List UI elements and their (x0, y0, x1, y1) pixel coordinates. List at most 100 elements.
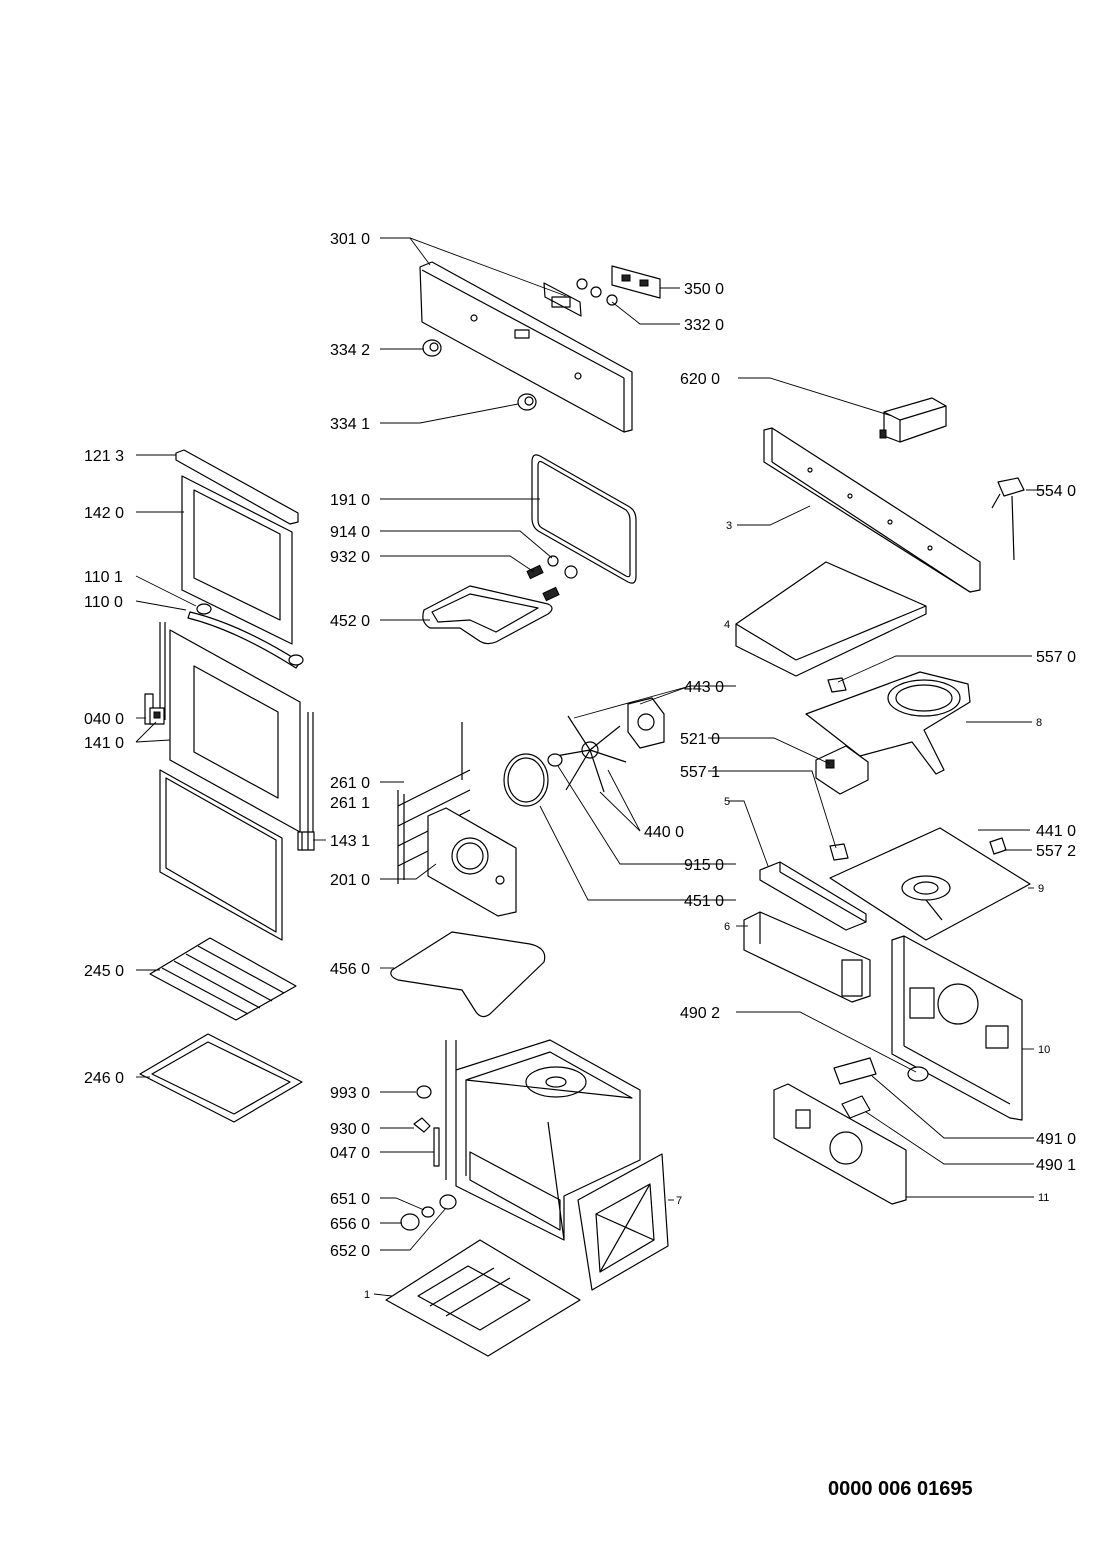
fan-cover-8 (805, 671, 971, 775)
door-trim-121 (175, 449, 299, 525)
callout-490-1: 490 1 (1036, 1157, 1076, 1174)
inner-glass (159, 769, 283, 941)
lamp-993 (416, 1085, 432, 1099)
fan-blade-440 (555, 715, 627, 793)
back-cover-201 (427, 807, 517, 917)
callout-110-1: 110 1 (84, 569, 123, 586)
callout-443-0: 443 0 (684, 679, 724, 696)
callout-557-2: 557 2 (1036, 843, 1076, 860)
callout-993-0: 993 0 (330, 1085, 370, 1102)
callout-350-0: 350 0 (684, 281, 724, 298)
callout-142-0: 142 0 (84, 505, 124, 522)
callout-651-0: 651 0 (330, 1191, 370, 1208)
duct-5 (759, 861, 867, 931)
callout-554-0: 554 0 (1036, 483, 1076, 500)
callout-9: 9 (1038, 883, 1044, 895)
callout-521-0: 521 0 (680, 731, 720, 748)
leader-lines (135, 237, 1044, 1297)
knob-334-1 (517, 393, 537, 411)
callout-652-0: 652 0 (330, 1243, 370, 1260)
callout-557-0: 557 0 (1036, 649, 1076, 666)
knob-small-332 (576, 278, 618, 306)
callout-915-0: 915 0 (684, 857, 724, 874)
callout-557-1: 557 1 (680, 764, 720, 781)
callout-456-0: 456 0 (330, 961, 370, 978)
callout-440-0: 440 0 (644, 824, 684, 841)
callout-441-0: 441 0 (1036, 823, 1076, 840)
callout-8: 8 (1036, 717, 1042, 729)
callout-301-0: 301 0 (330, 231, 370, 248)
callout-4: 4 (724, 619, 730, 631)
callout-3: 3 (726, 520, 732, 532)
bottom-plate-1 (385, 1239, 581, 1357)
rear-panel-10 (891, 935, 1023, 1121)
knob-334-2 (422, 339, 442, 357)
callout-332-0: 332 0 (684, 317, 724, 334)
control-panel-301 (419, 261, 633, 433)
rear-frame-3 (763, 427, 981, 593)
hinge-block-141 (149, 707, 165, 725)
callout-1: 1 (364, 1289, 370, 1301)
callout-490-2: 490 2 (680, 1005, 720, 1022)
callout-930-0: 930 0 (330, 1121, 370, 1138)
air-duct-6 (743, 911, 871, 1003)
top-plate-9 (829, 827, 1031, 941)
callout-7: 7 (676, 1195, 682, 1207)
callout-914-0: 914 0 (330, 524, 370, 541)
callout-047-0: 047 0 (330, 1145, 370, 1162)
callout-620-0: 620 0 (680, 371, 720, 388)
callout-040-0: 040 0 (84, 711, 124, 728)
ring-element-451 (503, 753, 549, 807)
callout-246-0: 246 0 (84, 1070, 124, 1087)
door-handle-110 (187, 603, 304, 669)
back-plate-11 (773, 1083, 907, 1205)
clip-930 (413, 1117, 431, 1133)
fan-motor-443 (627, 697, 665, 749)
nuts-914 (547, 555, 578, 579)
callout-141-0: 141 0 (84, 735, 124, 752)
callout-5: 5 (724, 796, 730, 808)
callout-261-1: 261 1 (330, 795, 370, 812)
callout-11: 11 (1038, 1192, 1049, 1204)
callout-261-0: 261 0 (330, 775, 370, 792)
thermostat-554 (991, 477, 1025, 561)
connector-490-1 (841, 1095, 871, 1119)
sensor-047 (433, 1127, 440, 1167)
door-glass-142 (181, 475, 293, 645)
callout-143-1: 143 1 (330, 833, 370, 850)
hinge-bracket-143 (297, 831, 315, 851)
connector-491 (833, 1057, 877, 1085)
plate-4 (735, 561, 927, 677)
document-code: 0000 006 01695 (828, 1478, 973, 1500)
callout-6: 6 (724, 921, 730, 933)
callout-451-0: 451 0 (684, 893, 724, 910)
lower-element-456 (390, 931, 546, 1018)
display-module-350 (611, 265, 661, 299)
callout-121-3: 121 3 (84, 448, 124, 465)
switch-557-2 (989, 837, 1007, 855)
wire-rack-245 (149, 937, 297, 1021)
baking-tray-246 (139, 1033, 303, 1123)
oven-cavity (445, 1039, 641, 1241)
switch-557-0 (827, 677, 847, 693)
lamp-holder-652 (439, 1194, 457, 1210)
callout-334-1: 334 1 (330, 416, 370, 433)
lamp-651 (421, 1206, 435, 1218)
callout-10: 10 (1038, 1044, 1050, 1056)
callout-932-0: 932 0 (330, 549, 370, 566)
door-gasket-191 (531, 454, 637, 584)
front-frame-7 (577, 1153, 669, 1291)
nut-915 (547, 753, 563, 767)
callout-452-0: 452 0 (330, 613, 370, 630)
terminal-block-620 (879, 397, 947, 443)
callout-110-0: 110 0 (84, 594, 123, 611)
callout-491-0: 491 0 (1036, 1131, 1076, 1148)
callout-201-0: 201 0 (330, 872, 370, 889)
grill-element-452 (422, 585, 553, 645)
callout-245-0: 245 0 (84, 963, 124, 980)
callout-334-2: 334 2 (330, 342, 370, 359)
callout-labels: 301 0 350 0 332 0 334 2 334 1 620 0 554 … (84, 231, 1076, 1301)
spring-932 (526, 564, 560, 602)
callout-656-0: 656 0 (330, 1216, 370, 1233)
